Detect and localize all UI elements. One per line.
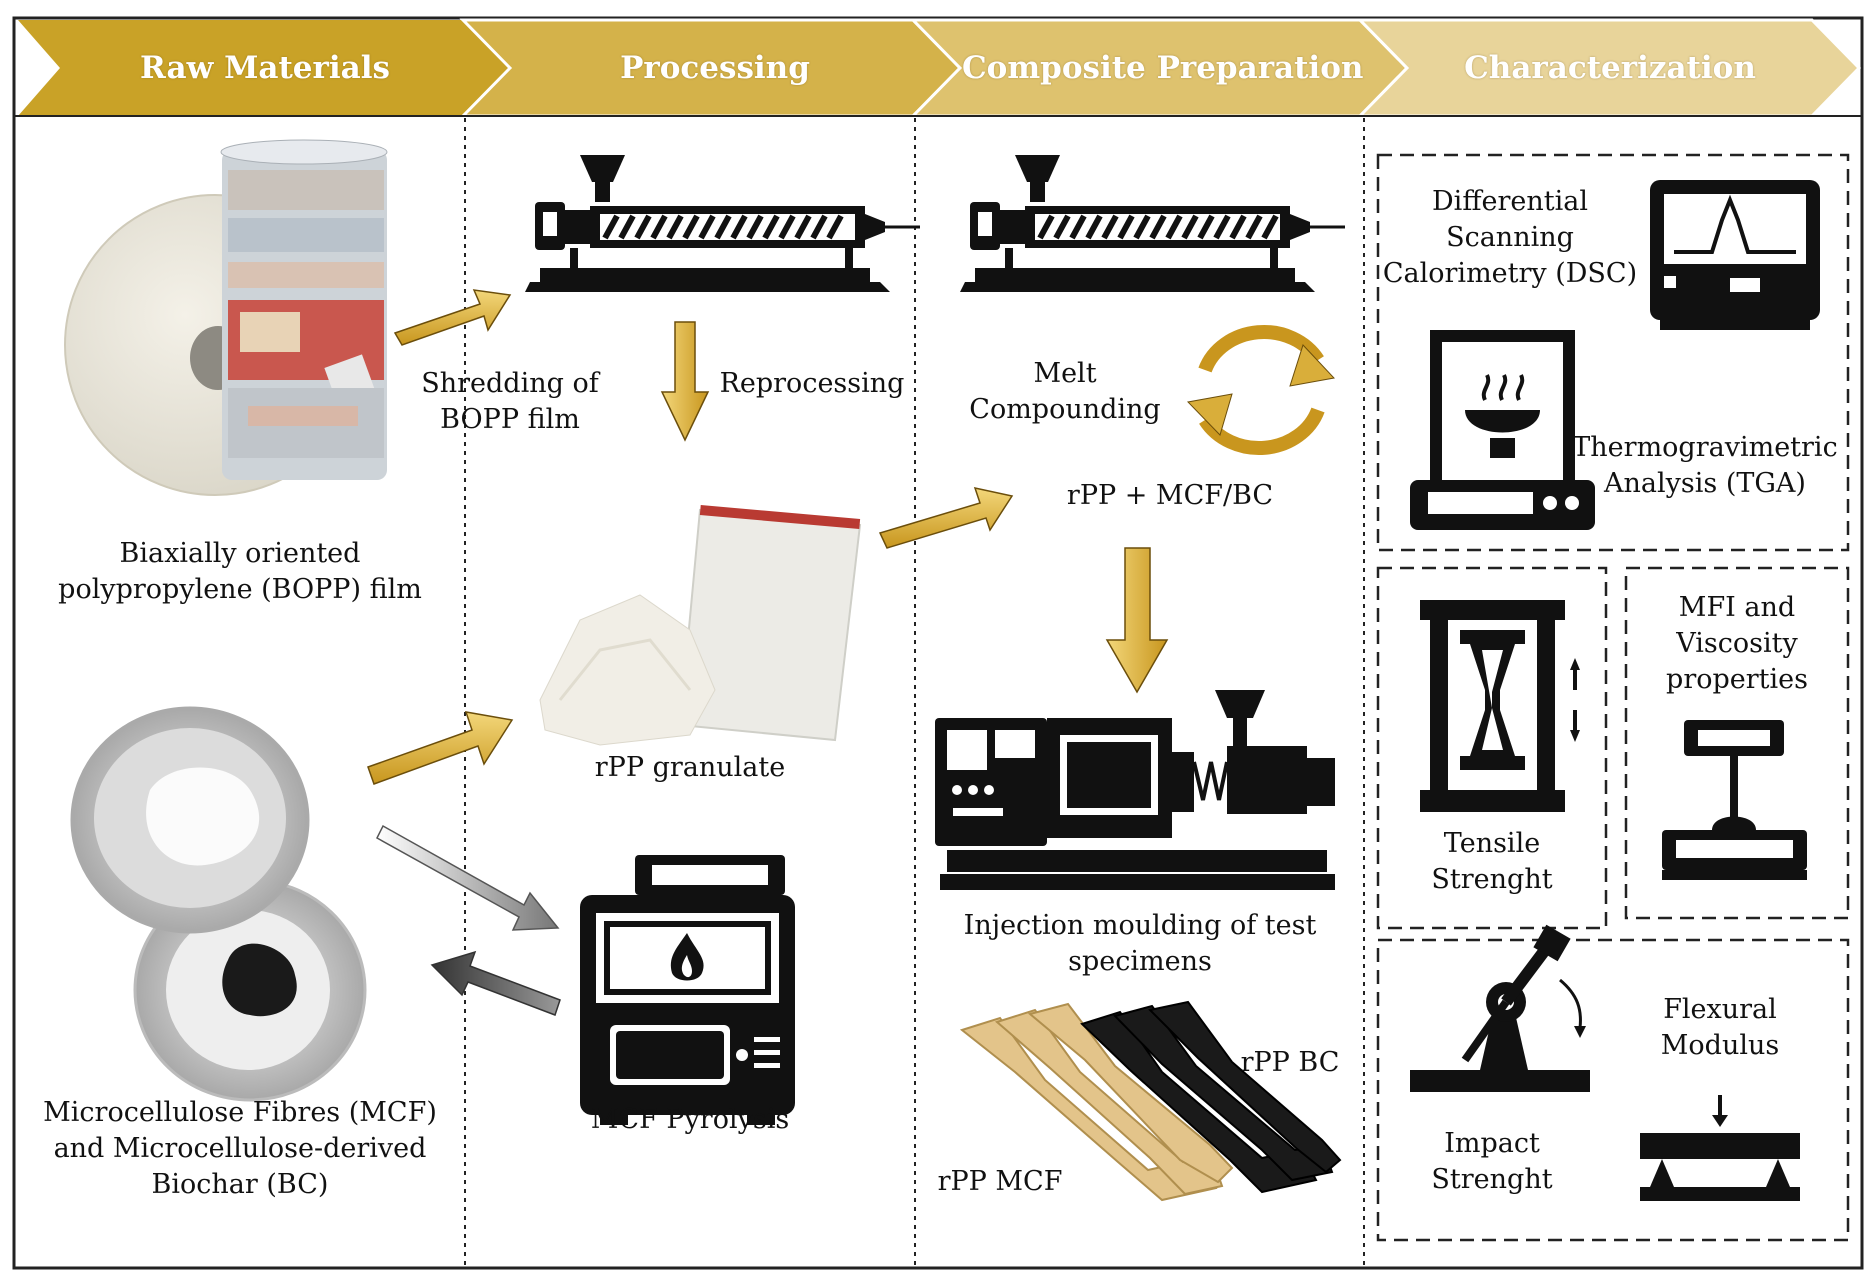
- tensile-label-line-1: Tensile: [1443, 828, 1541, 859]
- injection-label-line-2: specimens: [1068, 946, 1212, 977]
- melt-label-line-2: Compounding: [969, 394, 1161, 425]
- pyrolysis-label: MCF Pyrolysis: [590, 1104, 790, 1135]
- header-band: [14, 18, 1862, 118]
- arrow-to-shredding: [393, 289, 512, 346]
- header-processing: Processing: [620, 50, 810, 86]
- injection-label-line-1: Injection moulding of test: [963, 910, 1317, 941]
- mcf-label-line-2: and Microcellulose-derived: [53, 1133, 427, 1164]
- mfi-box: [1624, 566, 1850, 920]
- melt-label-line-1: Melt: [1033, 358, 1097, 389]
- recycle-cycle-icon: [1186, 324, 1335, 456]
- tensile-box: [1376, 566, 1608, 930]
- tensile-label: Tensile Strenght: [1392, 826, 1592, 898]
- impact-tester-icon: [1410, 924, 1590, 1092]
- mfi-label-line-3: properties: [1666, 664, 1808, 695]
- rpp-bc-label: rPP BC: [1240, 1047, 1340, 1078]
- flexural-label: Flexural Modulus: [1620, 992, 1820, 1064]
- chevron-raw-materials: [18, 20, 510, 116]
- mcf-label-line-3: Biochar (BC): [151, 1169, 329, 1200]
- tga-label-line-1: Thermogravimetric: [1572, 432, 1838, 463]
- bopp-label: Biaxially oriented polypropylene (BOPP) …: [40, 536, 440, 608]
- outer-frame: [12, 16, 1864, 1270]
- flexural-tester-icon: [1640, 1095, 1800, 1201]
- blend-label: rPP + MCF/BC: [1066, 480, 1274, 511]
- shredding-label-line-1: Shredding of: [421, 368, 599, 399]
- impact-label-line-2: Strenght: [1431, 1164, 1553, 1195]
- header-composite-preparation: Composite Preparation: [962, 50, 1364, 86]
- mfi-label-line-1: MFI and: [1678, 592, 1796, 623]
- flexural-label-line-2: Modulus: [1660, 1030, 1780, 1061]
- shredding-label: Shredding of BOPP film: [410, 366, 610, 438]
- mfi-label-line-2: Viscosity: [1676, 628, 1798, 659]
- reprocessing-label: Reprocessing: [719, 368, 905, 399]
- tga-label: Thermogravimetric Analysis (TGA): [1570, 430, 1840, 502]
- arrow-to-granulate: [367, 711, 514, 785]
- mfi-label: MFI and Viscosity properties: [1637, 590, 1837, 698]
- dsc-instrument-icon: [1650, 180, 1820, 330]
- viscometer-icon: [1662, 720, 1807, 880]
- extruder-icon-2: [960, 155, 1345, 292]
- mcf-label: Microcellulose Fibres (MCF) and Microcel…: [30, 1095, 450, 1203]
- melt-compounding-label: Melt Compounding: [955, 356, 1175, 428]
- impact-label-line-1: Impact: [1444, 1128, 1540, 1159]
- impact-flexural-box: [1376, 938, 1850, 1242]
- header-characterization: Characterization: [1464, 50, 1756, 86]
- arrow-to-injection: [1105, 547, 1169, 694]
- test-specimens-image: [959, 1000, 1342, 1202]
- rpp-mcf-label: rPP MCF: [937, 1166, 1063, 1197]
- bopp-label-line-2: polypropylene (BOPP) film: [58, 574, 422, 605]
- dsc-label-line-2: Scanning: [1446, 222, 1574, 253]
- tga-instrument-icon: [1410, 330, 1595, 530]
- mcf-bc-dishes-image: [70, 706, 367, 1102]
- dsc-label-line-1: Differential: [1432, 186, 1588, 217]
- dsc-tga-box: [1376, 153, 1850, 552]
- arrow-to-compounding: [878, 486, 1014, 549]
- tensile-tester-icon: [1420, 600, 1580, 812]
- granulate-label: rPP granulate: [594, 752, 786, 783]
- arrow-reprocessing: [660, 321, 710, 442]
- injection-label: Injection moulding of test specimens: [940, 908, 1340, 980]
- bopp-film-roll-image: [64, 139, 388, 496]
- mcf-label-line-1: Microcellulose Fibres (MCF): [43, 1097, 437, 1128]
- dsc-label-line-3: Calorimetry (DSC): [1382, 258, 1638, 289]
- extruder-icon: [525, 155, 920, 292]
- arrow-to-pyrolysis: [376, 824, 560, 931]
- rpp-granulate-image: [539, 505, 862, 746]
- tensile-label-line-2: Strenght: [1431, 864, 1553, 895]
- shredding-label-line-2: BOPP film: [440, 404, 580, 435]
- tga-label-line-2: Analysis (TGA): [1604, 468, 1806, 499]
- flexural-label-line-1: Flexural: [1663, 994, 1777, 1025]
- pyrolysis-oven-icon: [580, 855, 795, 1125]
- bopp-label-line-1: Biaxially oriented: [119, 538, 361, 569]
- impact-label: Impact Strenght: [1392, 1126, 1592, 1198]
- header-raw-materials: Raw Materials: [140, 50, 390, 86]
- arrow-from-pyrolysis: [430, 950, 561, 1016]
- dsc-label: Differential Scanning Calorimetry (DSC): [1380, 184, 1640, 292]
- injection-moulding-machine-icon: [935, 690, 1335, 890]
